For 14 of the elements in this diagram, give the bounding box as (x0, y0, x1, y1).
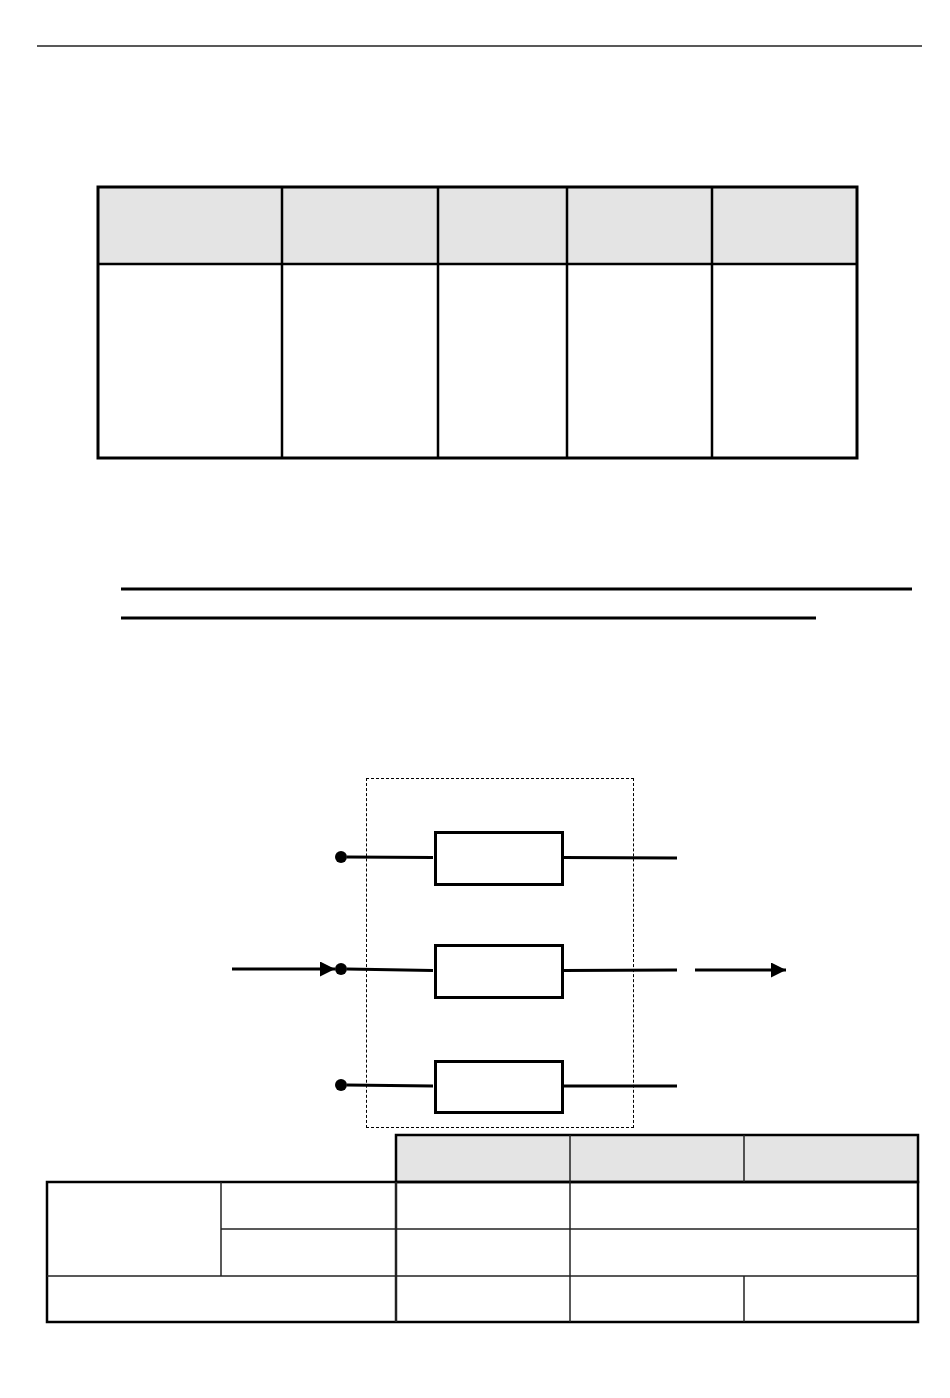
wire-line (347, 1083, 433, 1088)
wire-line (563, 1084, 677, 1088)
wire-line (347, 855, 433, 859)
dashed-frame (366, 778, 634, 1128)
wire-line (346, 967, 434, 972)
terminal-dot (335, 963, 347, 975)
terminal-dot (335, 851, 347, 863)
wire-line (563, 856, 677, 860)
component-box (434, 944, 564, 999)
component-box (434, 1060, 564, 1114)
wire-line (563, 968, 677, 972)
arrow (232, 961, 335, 977)
terminal-dot (335, 1079, 347, 1091)
component-box (434, 831, 564, 886)
